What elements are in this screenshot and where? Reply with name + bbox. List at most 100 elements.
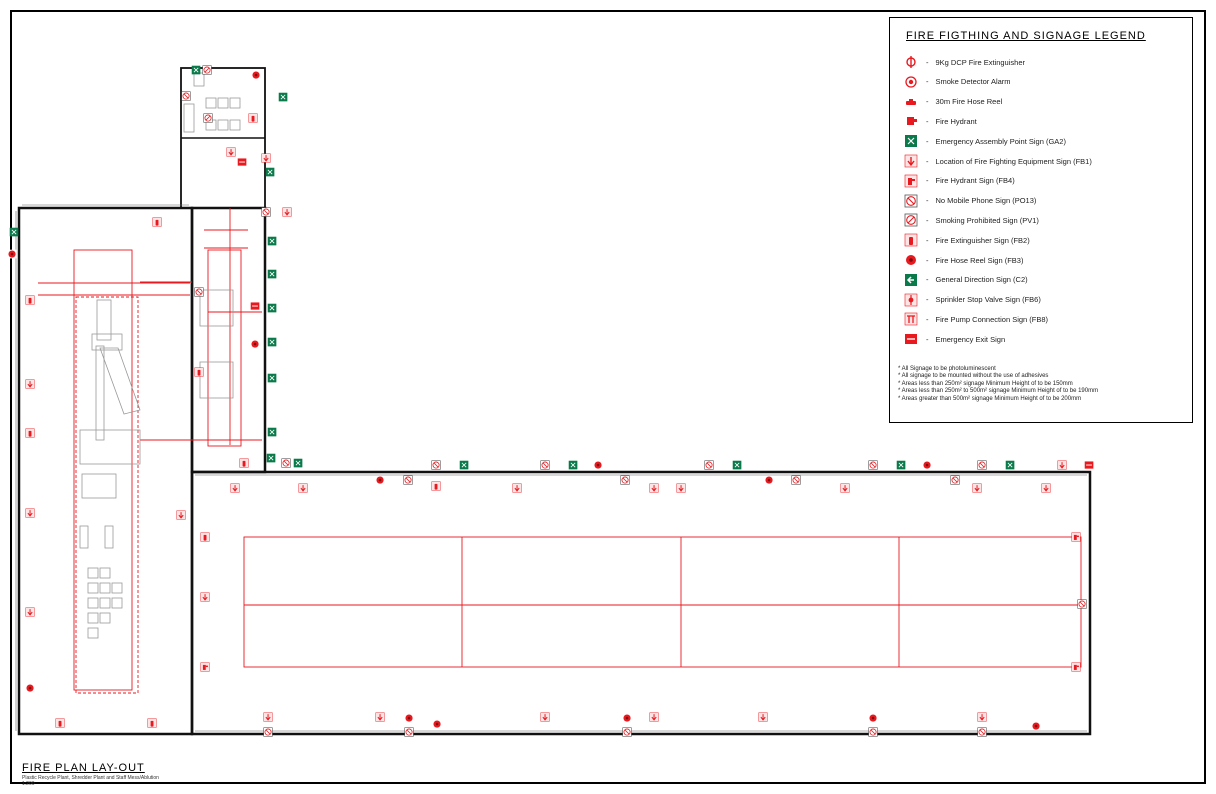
legend-item: -Location of Fire Fighting Equipment Sig… <box>904 153 1092 169</box>
legend-notes: * All Signage to be photoluminescent * A… <box>898 366 1098 403</box>
hose-reel-sign-marker <box>25 683 35 693</box>
no-mobile-phone-sign-icon <box>904 194 918 208</box>
hose-reel-sign-icon <box>904 253 918 267</box>
pump-connection-sign-icon <box>904 312 918 326</box>
no-mobile-phone-sign-marker <box>181 91 191 101</box>
equipment-location-sign-marker <box>840 483 850 493</box>
no-mobile-phone-sign-marker <box>1077 599 1087 609</box>
legend-item-label: Location of Fire Fighting Equipment Sign… <box>935 156 1092 166</box>
assembly-point-sign-icon <box>904 134 918 148</box>
legend-item: -Smoking Prohibited Sign (PV1) <box>904 212 1039 228</box>
legend-item: -9Kg DCP Fire Extinguisher <box>904 54 1025 70</box>
assembly-point-sign-marker <box>267 337 277 347</box>
extinguisher-sign-marker <box>200 532 210 542</box>
legend-item: -Fire Hydrant <box>904 113 977 129</box>
building-walls <box>17 67 1092 736</box>
hydrant-sign-marker <box>1071 532 1081 542</box>
legend-item-label: No Mobile Phone Sign (PO13) <box>935 196 1037 206</box>
equipment-location-sign-icon <box>904 154 918 168</box>
extinguisher-sign-marker <box>25 295 35 305</box>
hose-reel-sign-marker <box>250 339 260 349</box>
assembly-point-sign-marker <box>265 167 275 177</box>
no-mobile-phone-sign-marker <box>404 727 414 737</box>
legend-dash: - <box>926 176 929 186</box>
legend-dash: - <box>926 156 929 166</box>
assembly-point-sign-marker <box>9 227 19 237</box>
legend-note: * Areas less than 250m² signage Minimum … <box>898 380 1073 387</box>
assembly-point-sign-marker <box>896 460 906 470</box>
equipment-location-sign-marker <box>25 607 35 617</box>
equipment-location-sign-marker <box>176 510 186 520</box>
legend-note: * Areas less than 250m² to 500m² signage… <box>898 388 1099 395</box>
no-mobile-phone-sign-marker <box>403 475 413 485</box>
assembly-point-sign-marker <box>267 303 277 313</box>
hose-reel-sign-marker <box>922 460 932 470</box>
exit-sign-icon <box>904 332 918 346</box>
legend-dash: - <box>926 215 929 225</box>
legend-item-label: General Direction Sign (C2) <box>935 275 1028 285</box>
no-mobile-phone-sign-marker <box>868 460 878 470</box>
equipment-location-sign-marker <box>200 592 210 602</box>
equipment-location-sign-marker <box>649 483 659 493</box>
hose-reel-sign-marker <box>375 475 385 485</box>
hose-reel-sign-marker <box>404 713 414 723</box>
legend-item: -Sprinkler Stop Valve Sign (FB6) <box>904 292 1041 308</box>
assembly-point-sign-marker <box>267 427 277 437</box>
legend-note: * All signage to be mounted without the … <box>898 373 1049 380</box>
shredder-zone-outline <box>73 249 133 691</box>
hose-reel-sign-marker <box>593 460 603 470</box>
internal-partitions <box>15 204 1087 732</box>
sorting-hall-zone <box>243 536 1082 668</box>
legend-item-label: Emergency Assembly Point Sign (GA2) <box>935 136 1066 146</box>
legend-dash: - <box>926 314 929 324</box>
legend-item-label: Fire Hose Reel Sign (FB3) <box>935 255 1024 265</box>
process-equipment <box>38 208 1082 694</box>
legend-item: -Fire Hose Reel Sign (FB3) <box>904 252 1023 268</box>
hose-reel-sign-marker <box>7 249 17 259</box>
assembly-point-sign-marker <box>267 236 277 246</box>
fire-hydrant-symbol-icon <box>904 114 918 128</box>
assembly-point-sign-marker <box>568 460 578 470</box>
extinguisher-sign-marker <box>248 113 258 123</box>
equipment-location-sign-marker <box>25 379 35 389</box>
legend-dash: - <box>926 295 929 305</box>
assembly-point-sign-marker <box>191 65 201 75</box>
assembly-point-sign-marker <box>278 92 288 102</box>
assembly-point-sign-marker <box>266 453 276 463</box>
legend-item: -Emergency Assembly Point Sign (GA2) <box>904 133 1066 149</box>
legend-item: -No Mobile Phone Sign (PO13) <box>904 193 1036 209</box>
no-smoking-sign-icon <box>904 213 918 227</box>
legend-dash: - <box>926 235 929 245</box>
exit-sign-marker <box>250 302 260 310</box>
assembly-point-sign-marker <box>732 460 742 470</box>
plan-title: FIRE PLAN LAY-OUT <box>22 762 145 774</box>
hose-reel-sign-marker <box>251 70 261 80</box>
hydrant-sign-marker <box>200 662 210 672</box>
legend-item: -Fire Hydrant Sign (FB4) <box>904 173 1015 189</box>
equipment-location-sign-marker <box>1041 483 1051 493</box>
no-mobile-phone-sign-marker <box>261 207 271 217</box>
equipment-location-sign-marker <box>226 147 236 157</box>
equipment-location-sign-marker <box>512 483 522 493</box>
equipment-location-sign-marker <box>977 712 987 722</box>
legend-dash: - <box>926 77 929 87</box>
plan-subtitle: Plastic Recycle Plant, Shredder Plant an… <box>22 775 159 781</box>
no-mobile-phone-sign-marker <box>977 727 987 737</box>
equipment-location-sign-marker <box>972 483 982 493</box>
equipment-location-sign-marker <box>649 712 659 722</box>
legend-item: -Emergency Exit Sign <box>904 331 1005 347</box>
equipment-location-sign-marker <box>230 483 240 493</box>
legend-item-label: Fire Hydrant <box>935 116 977 126</box>
legend-dash: - <box>926 57 929 67</box>
shredder-plant-wall <box>17 206 194 736</box>
equipment-location-sign-marker <box>25 508 35 518</box>
assembly-point-sign-marker <box>267 373 277 383</box>
legend-item-label: Fire Extinguisher Sign (FB2) <box>935 235 1030 245</box>
extinguisher-sign-marker <box>239 458 249 468</box>
hose-reel-sign-marker <box>764 475 774 485</box>
legend-item: -Fire Extinguisher Sign (FB2) <box>904 232 1030 248</box>
no-mobile-phone-sign-marker <box>977 460 987 470</box>
no-mobile-phone-sign-marker <box>950 475 960 485</box>
